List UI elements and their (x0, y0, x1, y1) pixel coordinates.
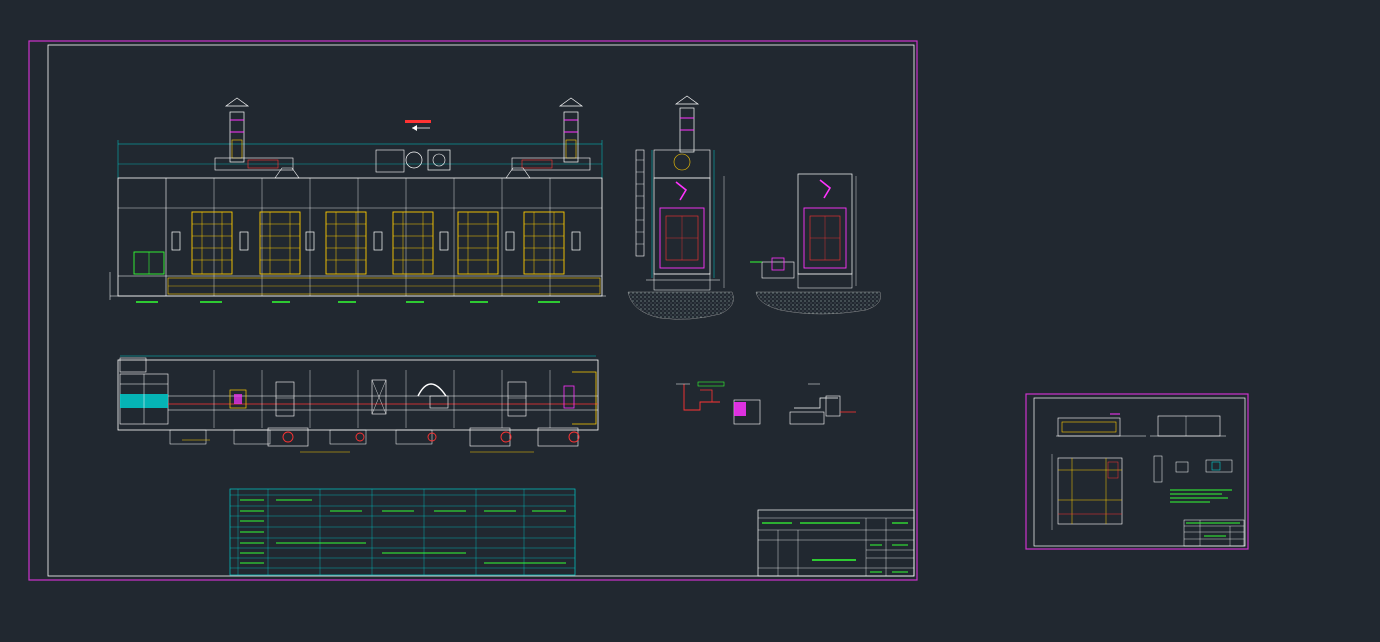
equipment-table (229, 488, 576, 576)
chimney-stack-icon (674, 95, 700, 153)
ground-hatch-icon (755, 291, 881, 315)
side-section-b (750, 173, 881, 315)
side-section-a (627, 95, 734, 320)
detail-sheet-border (1025, 393, 1249, 550)
heating-module (523, 211, 565, 275)
chimney-stack-icon (224, 97, 250, 163)
chimney-stack-icon (558, 97, 584, 163)
detail-drawing-sheet (1025, 393, 1249, 550)
pipe-detail-2 (789, 383, 856, 425)
direction-arrow-icon (405, 120, 431, 131)
front-elevation-view (109, 97, 606, 303)
main-sheet-frame (47, 44, 915, 577)
heating-module (457, 211, 499, 275)
fan-motor-icon (405, 149, 451, 171)
ground-hatch-icon (627, 291, 734, 320)
heating-module (392, 211, 434, 275)
main-sheet-border (28, 40, 918, 581)
heating-module (325, 211, 367, 275)
detail-sheet-frame (1033, 397, 1246, 547)
main-drawing-sheet (28, 40, 918, 581)
heating-module (259, 211, 301, 275)
plan-view (117, 355, 599, 453)
pipe-detail-1 (676, 381, 761, 425)
heating-module (191, 211, 233, 275)
title-block (757, 509, 915, 577)
